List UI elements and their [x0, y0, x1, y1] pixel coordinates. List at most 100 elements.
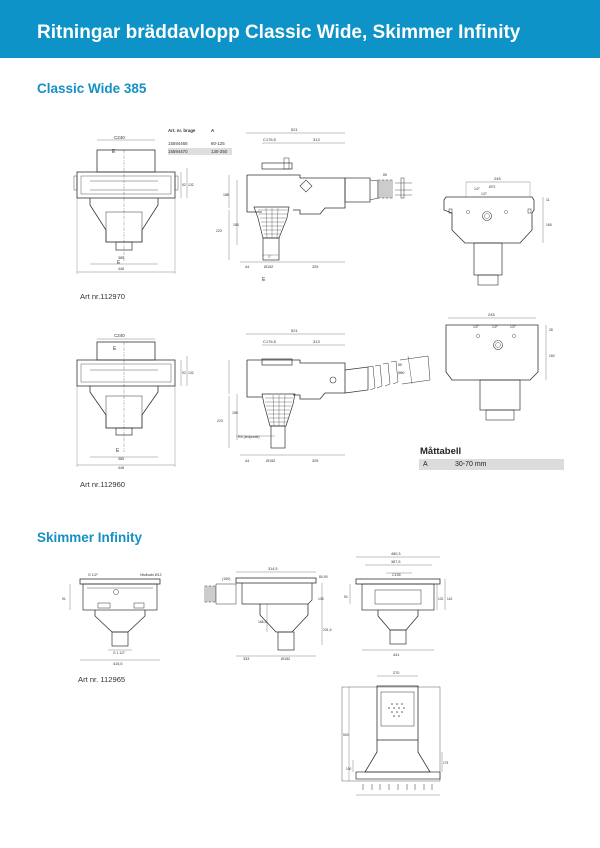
dim-label: 521	[291, 127, 298, 132]
dim-label: E	[113, 346, 117, 352]
dim-label: 325	[312, 459, 318, 463]
dim-label: 1/2"	[510, 325, 517, 329]
section-title-classic-wide: Classic Wide 385	[37, 81, 147, 96]
drawing-skimmer-front: G 1/2" Nivåvakt Ø12 415,5 G 1 1/2" 91	[62, 573, 162, 666]
dim-label: 165	[546, 223, 552, 227]
dim-label: C176,5	[263, 339, 277, 344]
dim-label: 1"	[268, 255, 272, 259]
dim-label: 521	[291, 328, 298, 333]
section-title-skimmer-infinity: Skimmer Infinity	[37, 530, 143, 545]
dim-label: 1/2"	[474, 187, 481, 191]
mattabell-value: 30-70 mm	[455, 460, 487, 468]
dim-label: 44	[245, 459, 249, 463]
ref-table-row: 15594470 130-250	[168, 148, 232, 155]
dim-label: 333	[243, 657, 249, 661]
dim-label: 160	[549, 354, 555, 358]
article-number-112960: Art nr.112960	[80, 480, 126, 489]
dim-label: 28	[549, 328, 553, 332]
drawing-classic-side-2: 521 C176,5 313 223 185 325 44 Ø152 R5 (l…	[217, 328, 431, 463]
dim-label: Ø60	[398, 371, 405, 375]
dim-label: C176,5	[263, 137, 277, 142]
drawing-classic-side-1: 521 C176,5 313 188 223 185 44 Ø152 325 E…	[216, 127, 412, 283]
dim-label: 100	[346, 767, 352, 771]
dim-label: Ø152	[281, 657, 290, 661]
dim-label: Nivåvakt Ø12	[140, 573, 162, 577]
dim-label: C240	[114, 333, 125, 338]
dim-label: 1/2"	[473, 325, 480, 329]
dim-label: 92	[182, 183, 186, 187]
ref-table-header-nr: Art. nr. brage	[168, 128, 196, 133]
dim-label: E	[116, 448, 120, 454]
drawing-skimmer-top: 270 500 100 175	[341, 671, 449, 796]
dim-label: 270	[393, 671, 399, 675]
dim-label: 385	[118, 457, 124, 461]
page-title: Ritningar bräddavlopp Classic Wide, Skim…	[37, 22, 521, 43]
dim-label: 385	[118, 256, 124, 260]
ref-table-header-a: A	[211, 128, 215, 133]
dim-label: (150)	[222, 577, 230, 581]
drawing-skimmer-end: 480,3 387,5 C155 441 102 142 50	[344, 552, 453, 657]
dim-label: R5 (ledpunkt)	[238, 435, 260, 439]
dim-label: 314,5	[268, 567, 278, 571]
dim-label: 132	[188, 371, 194, 375]
dim-label: 387,5	[391, 560, 401, 564]
drawing-classic-front-2: C240 E E 385 448 92 132	[76, 333, 194, 470]
article-number-112965: Art nr. 112965	[78, 675, 126, 684]
dim-label: 223	[217, 419, 223, 423]
dim-label: G 1/2"	[88, 573, 99, 577]
dim-label: 50	[344, 595, 348, 599]
ref-table-cell: 130-250	[211, 149, 228, 154]
dim-label: 44	[245, 265, 249, 269]
dim-label: 500	[343, 733, 349, 737]
mattabell-label: A	[423, 460, 428, 468]
dim-label: Ø152	[266, 459, 275, 463]
dim-label: 448	[118, 466, 124, 470]
dim-label: 11	[546, 198, 550, 202]
dim-label: E	[112, 149, 116, 155]
dim-label: C155	[392, 573, 401, 577]
dim-label: 415,5	[113, 662, 123, 666]
dim-label: 132	[188, 183, 194, 187]
dim-label: 102	[438, 597, 444, 601]
dim-label: 185	[233, 223, 239, 227]
drawing-classic-end-2: 245 1/2" 1/2" 1/2" 28 160	[445, 312, 555, 421]
dim-label: 185	[232, 411, 238, 415]
dim-label: 448	[118, 267, 124, 271]
ref-table-cell: 15594470	[168, 149, 188, 154]
dim-label: 325	[312, 265, 318, 269]
dim-label: 231,5	[323, 628, 332, 632]
ref-table-cell: 80-125	[211, 141, 225, 146]
article-number-112970: Art nr.112970	[80, 292, 126, 301]
dim-label: 142	[447, 597, 453, 601]
dim-label: 135	[318, 597, 324, 601]
dim-label: C240	[114, 135, 125, 140]
drawing-classic-front-1: C240 E E 385 448 92 132	[73, 135, 194, 274]
mattabell-row: A 30-70 mm	[419, 459, 564, 470]
drawing-skimmer-side: 314,5 (150) 80-90 166,5 231,5 333 Ø152 1…	[204, 567, 332, 661]
dim-label: 441	[393, 653, 399, 657]
dim-label: 175	[443, 761, 449, 765]
dim-label: 1/2"	[492, 325, 499, 329]
ref-table-cell: 15594468	[168, 141, 188, 146]
dim-label: E	[117, 260, 121, 266]
dim-label: 91	[62, 597, 66, 601]
ref-table-row: 15594468 80-125	[168, 140, 232, 147]
dim-label: 313	[313, 339, 320, 344]
dim-label: 480,3	[391, 552, 401, 556]
dim-label: 223	[216, 229, 222, 233]
dim-label: 92	[182, 371, 186, 375]
dim-label: 1/2"	[481, 192, 488, 196]
dim-label: 166,5	[258, 620, 267, 624]
dim-label: Ø72	[489, 185, 496, 189]
dim-label: 313	[313, 137, 320, 142]
dim-label: 188	[223, 193, 229, 197]
header-banner: Ritningar bräddavlopp Classic Wide, Skim…	[0, 0, 600, 58]
dim-label: 85	[398, 363, 402, 367]
dim-label: 245	[494, 176, 501, 181]
mattabell-title: Måttabell	[420, 446, 462, 457]
dim-label: G 1 1/2"	[113, 651, 126, 655]
dim-label: 80-90	[319, 575, 328, 579]
drawing-classic-end-1: 245 Ø72 1/2" 1/2" 11 165	[443, 176, 552, 286]
